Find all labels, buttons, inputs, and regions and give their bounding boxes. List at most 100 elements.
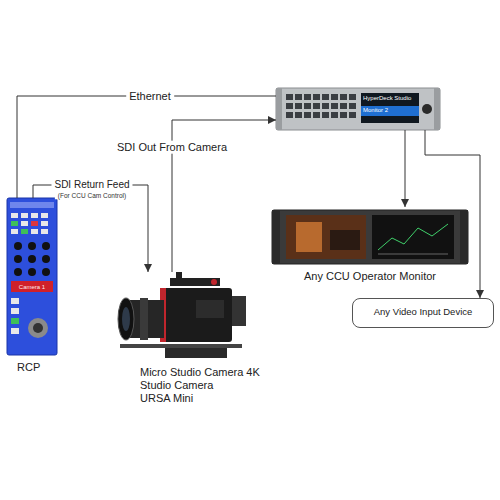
hyperdeck-illustration-part-part [322,103,329,109]
hyperdeck-illustration-part-part [304,94,311,100]
camera-illustration-part [140,298,148,340]
hyperdeck-illustration-part-part [295,112,302,118]
rcp-illustration-part [21,213,28,218]
rcp-illustration-part [14,242,22,250]
hyperdeck-node: HyperDeck StudioMonitor 2 [276,88,440,130]
hyperdeck-illustration-part [434,88,440,130]
rcp-illustration-part [31,229,38,234]
hyperdeck-illustration-part-part [286,112,293,118]
hyperdeck-illustration-part [276,88,440,130]
rcp-illustration-part [11,328,19,334]
rcp-illustration-part [11,281,53,292]
rcp-illustration-part [21,229,28,234]
rcp-illustration [7,198,57,355]
rcp-illustration-part [31,221,38,226]
rcp-illustration-part [42,268,50,276]
hyperdeck-illustration-part-part [340,103,347,109]
hyperdeck-illustration-part-part [322,94,329,100]
monitor-illustration-part [272,210,280,264]
node-text: Studio Camera [140,379,213,392]
rcp-illustration-part [7,198,57,355]
rcp-illustration-part [11,298,19,304]
monitor-illustration-part [296,222,322,252]
display-text: Camera 1 [16,284,48,291]
camera-illustration-part [165,348,227,358]
signal-connector [33,185,148,272]
monitor-illustration-part [378,224,448,250]
signal-connector [17,96,276,198]
rcp-illustration-part [28,242,36,250]
hyperdeck-illustration-part [361,106,419,116]
rcp-illustration-part [31,213,38,218]
hyperdeck-illustration-part [361,93,419,123]
rcp-illustration-part [10,202,54,208]
hyperdeck-illustration-part-part [313,103,320,109]
rcp-illustration-part [41,213,48,218]
hyperdeck-illustration-part-part [304,112,311,118]
node-text: RCP [17,361,40,374]
rcp-illustration-part [11,221,18,226]
monitor-illustration-part [272,210,468,264]
node-text: Any Video Input Device [353,307,493,318]
rcp-illustration-part [14,268,22,276]
camera-illustration-part [120,344,242,348]
hyperdeck-illustration-part-part [331,94,338,100]
camera-illustration-part [232,296,246,326]
hyperdeck-illustration-part-part [295,94,302,100]
camera-illustration-part [176,272,182,280]
hyperdeck-illustration-part-part [313,94,320,100]
hyperdeck-illustration-part-part [349,112,356,118]
monitor-illustration-part [378,254,448,255]
hyperdeck-illustration-part-part [286,94,293,100]
rcp-illustration-part [11,213,18,218]
hyperdeck-illustration-part-part [340,112,347,118]
camera-node: Micro Studio Camera 4KStudio CameraURSA … [118,272,264,412]
hyperdeck-illustration-part-part [331,103,338,109]
rcp-illustration-part [14,255,22,263]
node-text: Monitor 2 [363,107,388,114]
rcp-illustration-part [41,229,48,234]
rcp-illustration-part [33,323,43,333]
hyperdeck-illustration-part-part [340,94,347,100]
rcp-illustration-part [42,255,50,263]
camera-illustration-part [122,307,130,331]
hyperdeck-illustration-part-part [304,103,311,109]
hyperdeck-illustration-part-part [331,112,338,118]
camera-illustration-part [118,298,134,340]
note-text: (For CCU Cam Control) [55,192,129,199]
monitor-node: Any CCU Operator Monitor [272,207,468,287]
edge-label: Ethernet [126,90,174,103]
hyperdeck-illustration-part-part [349,94,356,100]
camera-illustration-part [160,288,232,342]
node-text: Micro Studio Camera 4K [140,366,260,379]
hyperdeck-illustration-part-part [322,112,329,118]
hyperdeck-illustration-part-part [295,103,302,109]
hyperdeck-illustration-part-part [286,103,293,109]
signal-connector [405,130,406,207]
monitor-illustration [272,210,468,264]
rcp-illustration-part [41,221,48,226]
rcp-illustration-part [11,318,19,324]
hyperdeck-illustration-part-part [313,112,320,118]
camera-illustration-part [211,279,217,285]
node-text: HyperDeck Studio [363,95,411,102]
hyperdeck-illustration-part-part [349,103,356,109]
rcp-illustration-part [28,255,36,263]
rcp-illustration-part [21,221,28,226]
rcp-illustration-part [11,308,19,314]
camera-illustration [118,272,246,358]
camera-illustration-part [196,300,224,318]
rcp-illustration-part [28,318,48,338]
node-text: URSA Mini [140,392,193,405]
edge-label: SDI Return Feed [51,179,132,191]
hyperdeck-illustration-part [422,104,432,114]
rcp-illustration-part [11,229,18,234]
monitor-illustration-part [460,210,468,264]
monitor-illustration-part [330,230,360,250]
hyperdeck-illustration-part [286,94,356,118]
monitor-illustration-part [372,215,454,259]
monitor-illustration-part [286,215,366,259]
